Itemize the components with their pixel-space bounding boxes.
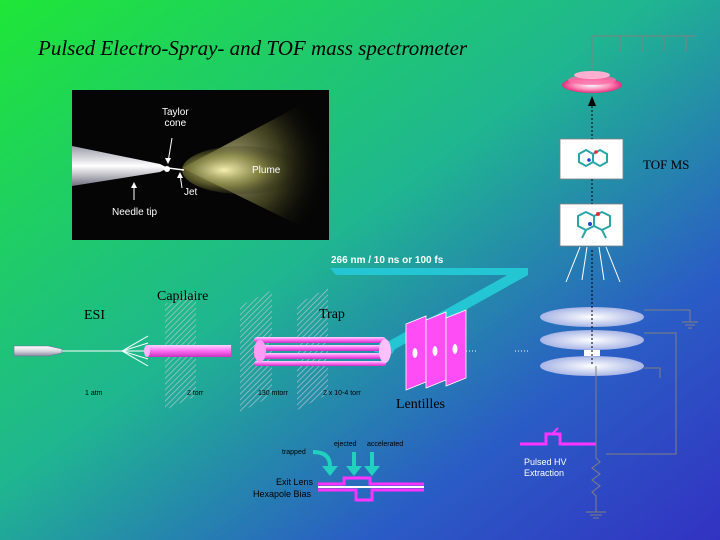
timing-label-hexapole-bias: Hexapole Bias [253,489,312,499]
ion-direction-arrow [588,96,596,106]
capillary-tube [144,345,231,357]
laser-label: 266 nm / 10 ns or 100 fs [331,255,444,266]
esi-label: ESI [84,308,105,323]
timing-label-trapped: trapped [282,449,306,456]
hexapole-rods [254,337,391,366]
photo-label-needle-tip: Needle tip [112,207,158,218]
tof-ms-label: TOF MS [643,157,690,172]
detector-wiring [591,35,696,70]
timing-diagram [312,450,424,502]
flight-tube-lines [565,246,621,283]
spray-plume [121,335,149,367]
pressure-label-4: 2 x 10-4 torr [323,390,361,397]
capilaire-label: Capilaire [157,289,209,304]
molecule-box-upper [559,138,624,180]
timing-label-ejected: ejected [334,441,357,448]
molecule-box-lower [559,203,624,247]
timing-label-accelerated: accelerated [367,441,404,448]
pressure-label-1: 1 atm [85,390,103,397]
timing-label-exit-lens: Exit Lens [276,477,314,487]
pulsed-hv-symbol [520,427,596,446]
extraction-plates [540,250,644,376]
photo-label-plume: Plume [252,165,281,176]
pressure-label-2: 2 torr [187,390,204,397]
photo-label-taylor-cone: Taylor cone [162,107,189,129]
tof-detector [562,71,622,93]
resistor-ground [586,420,606,519]
photo-label-jet: Jet [184,187,198,198]
trap-label: Trap [319,307,345,322]
ground-wiring [595,309,698,455]
lens-stack [405,309,530,391]
lentilles-label: Lentilles [396,397,445,412]
pressure-label-3: 130 mtorr [258,390,288,397]
page-title: Pulsed Electro-Spray- and TOF mass spect… [38,36,468,60]
pulsed-hv-label: Pulsed HV Extraction [524,457,567,478]
electrospray-photo: Taylor cone Plume Jet Needle tip [72,90,329,240]
esi-needle [13,345,122,357]
